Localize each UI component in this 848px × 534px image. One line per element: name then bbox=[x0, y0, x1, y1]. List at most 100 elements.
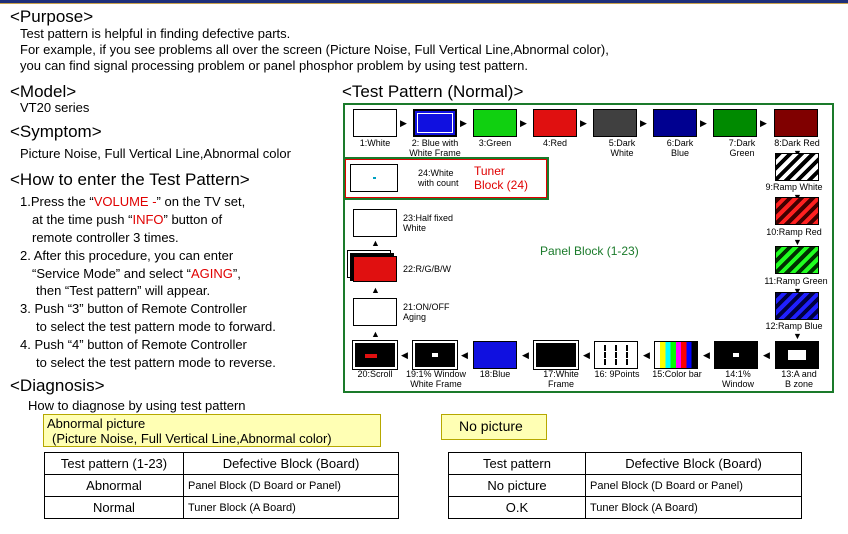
caption-9: 9:Ramp White bbox=[765, 182, 823, 192]
arrow-up-icon: ▲ bbox=[371, 238, 380, 248]
no-picture-box: No picture bbox=[441, 414, 547, 440]
howto-line-6: then “Test pattern” will appear. bbox=[36, 283, 211, 298]
table-header-row: Test pattern Defective Block (Board) bbox=[448, 452, 802, 475]
table-header-row: Test pattern (1-23) Defective Block (Boa… bbox=[44, 452, 399, 475]
howto-line-3: remote controller 3 times. bbox=[32, 230, 179, 245]
right-diagnosis-table: Test pattern Defective Block (Board) No … bbox=[448, 452, 802, 519]
table-header-cell: Defective Block (Board) bbox=[585, 452, 802, 475]
caption-3: 3:Green bbox=[478, 138, 512, 148]
caption-16: 16: 9Points bbox=[594, 369, 640, 379]
arrow-left-icon: ◀ bbox=[703, 350, 710, 360]
caption-20: 20:Scroll bbox=[357, 369, 393, 379]
caption-23: 23:Half fixed White bbox=[403, 213, 454, 233]
caption-14: 14:1% Window bbox=[721, 369, 754, 389]
pattern-7-dark-green bbox=[713, 109, 757, 137]
caption-21: 21:ON/OFF Aging bbox=[403, 302, 450, 322]
pattern-23-half-fixed-white bbox=[353, 209, 397, 237]
purpose-heading: <Purpose> bbox=[10, 7, 94, 26]
howto-line-7: 3. Push “3” button of Remote Controller bbox=[20, 301, 247, 316]
table-row: Abnormal Panel Block (D Board or Panel) bbox=[44, 474, 399, 497]
caption-18: 18:Blue bbox=[479, 369, 511, 379]
table-row: O.K Tuner Block (A Board) bbox=[448, 496, 802, 519]
pattern-10-ramp-red bbox=[775, 197, 819, 225]
arrow-left-icon: ◀ bbox=[401, 350, 408, 360]
symptom-value: Picture Noise, Full Vertical Line,Abnorm… bbox=[20, 146, 291, 161]
panel-block-label: Panel Block (1-23) bbox=[540, 244, 639, 258]
caption-17: 17:White Frame bbox=[543, 369, 579, 389]
arrow-right-icon: ▶ bbox=[760, 118, 767, 128]
arrow-down-icon: ▼ bbox=[793, 331, 802, 341]
tuner-block-label: Tuner Block (24) bbox=[474, 164, 529, 192]
pattern-1-white bbox=[353, 109, 397, 137]
arrow-right-icon: ▶ bbox=[400, 118, 407, 128]
caption-22: 22:R/G/B/W bbox=[403, 264, 452, 274]
pattern-6-dark-blue bbox=[653, 109, 697, 137]
howto-line-9: 4. Push “4” button of Remote Controller bbox=[20, 337, 247, 352]
howto-line-2: at the time push “INFO” button of bbox=[32, 212, 223, 227]
pattern-11-ramp-green bbox=[775, 246, 819, 274]
arrow-right-icon: ▶ bbox=[700, 118, 707, 128]
test-pattern-heading: <Test Pattern (Normal)> bbox=[342, 82, 524, 101]
pattern-13-a-b-zone bbox=[775, 341, 819, 369]
table-row: Normal Tuner Block (A Board) bbox=[44, 496, 399, 519]
table-cell: O.K bbox=[448, 496, 586, 519]
diagnosis-sub: How to diagnose by using test pattern bbox=[28, 398, 246, 413]
howto-heading: <How to enter the Test Pattern> bbox=[10, 170, 250, 189]
tuner-block-inner bbox=[345, 159, 547, 198]
table-cell: Tuner Block (A Board) bbox=[585, 496, 802, 519]
arrow-right-icon: ▶ bbox=[460, 118, 467, 128]
caption-4: 4:Red bbox=[542, 138, 568, 148]
caption-13: 13:A and B zone bbox=[781, 369, 817, 389]
purpose-line-3: you can find signal processing problem o… bbox=[20, 58, 529, 73]
howto-line-4: 2. After this procedure, you can enter bbox=[20, 248, 234, 263]
caption-6: 6:Dark Blue bbox=[666, 138, 694, 158]
purpose-line-1: Test pattern is helpful in finding defec… bbox=[20, 26, 291, 41]
howto-line-8: to select the test pattern mode to forwa… bbox=[36, 319, 276, 334]
pattern-22-rgbw bbox=[353, 256, 397, 282]
table-cell: Panel Block (D Board or Panel) bbox=[183, 474, 399, 497]
caption-12: 12:Ramp Blue bbox=[765, 321, 823, 331]
pattern-12-ramp-blue bbox=[775, 292, 819, 320]
howto-line-5: “Service Mode” and select “AGING”, bbox=[32, 266, 241, 281]
purpose-line-2: For example, if you see problems all ove… bbox=[20, 42, 609, 57]
table-cell: Normal bbox=[44, 496, 184, 519]
pattern-3-green bbox=[473, 109, 517, 137]
diagnosis-heading: <Diagnosis> bbox=[10, 376, 105, 395]
abnormal-picture-box: Abnormal picture (Picture Noise, Full Ve… bbox=[43, 414, 381, 447]
model-heading: <Model> bbox=[10, 82, 77, 101]
pattern-20-scroll bbox=[352, 340, 398, 370]
table-cell: Abnormal bbox=[44, 474, 184, 497]
pattern-24-white-with-count bbox=[350, 164, 398, 192]
table-header-cell: Defective Block (Board) bbox=[183, 452, 399, 475]
caption-24: 24:White with count bbox=[418, 168, 459, 188]
caption-2: 2: Blue with White Frame bbox=[409, 138, 461, 158]
arrow-left-icon: ◀ bbox=[461, 350, 468, 360]
no-picture-label: No picture bbox=[459, 418, 523, 434]
top-rule bbox=[0, 0, 848, 3]
model-value: VT20 series bbox=[20, 100, 90, 115]
table-cell: Panel Block (D Board or Panel) bbox=[585, 474, 802, 497]
pattern-2-blue-white-frame bbox=[413, 109, 457, 137]
table-row: No picture Panel Block (D Board or Panel… bbox=[448, 474, 802, 497]
arrow-right-icon: ▶ bbox=[520, 118, 527, 128]
caption-5: 5:Dark White bbox=[608, 138, 636, 158]
howto-line-10: to select the test pattern mode to rever… bbox=[36, 355, 276, 370]
arrow-right-icon: ▶ bbox=[640, 118, 647, 128]
pattern-21-on-off-aging bbox=[353, 298, 397, 326]
pattern-18-blue bbox=[473, 341, 517, 369]
top-rule-accent bbox=[0, 3, 848, 4]
arrow-down-icon: ▼ bbox=[793, 286, 802, 296]
abnormal-line-2: (Picture Noise, Full Vertical Line,Abnor… bbox=[52, 431, 332, 446]
arrow-up-icon: ▲ bbox=[371, 329, 380, 339]
pattern-19-window-white-frame bbox=[412, 340, 458, 370]
panel-block-frame bbox=[343, 103, 834, 393]
pattern-15-color-bar bbox=[654, 341, 698, 369]
table-header-cell: Test pattern bbox=[448, 452, 586, 475]
arrow-left-icon: ◀ bbox=[643, 350, 650, 360]
arrow-left-icon: ◀ bbox=[583, 350, 590, 360]
caption-1: 1:White bbox=[359, 138, 391, 148]
caption-15: 15:Color bar bbox=[652, 369, 702, 379]
pattern-16-nine-points bbox=[594, 341, 638, 369]
howto-line-1: 1.Press the “VOLUME -” on the TV set, bbox=[20, 194, 246, 209]
caption-19: 19:1% Window White Frame bbox=[405, 369, 467, 389]
